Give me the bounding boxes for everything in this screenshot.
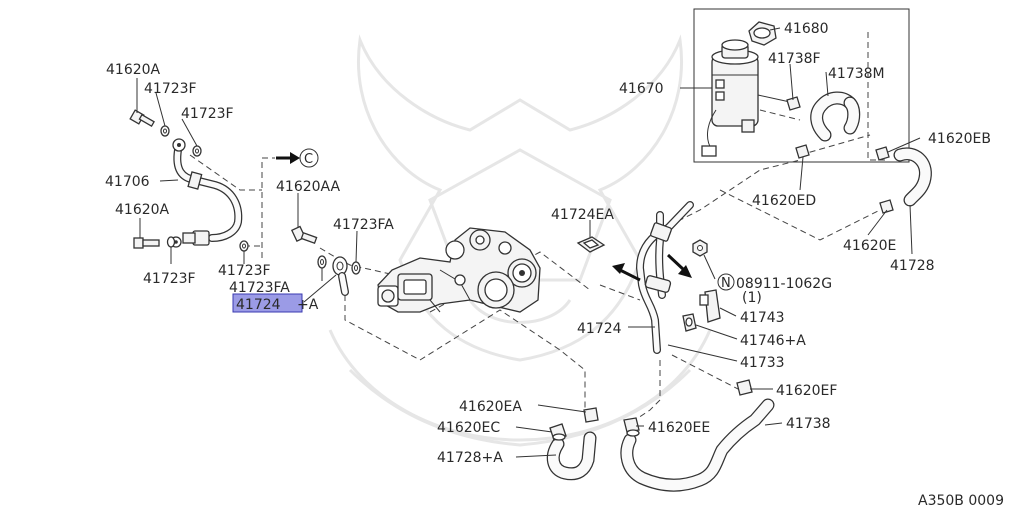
label-41620ef[interactable]: 41620EF — [776, 383, 837, 399]
label-41743[interactable]: 41743 — [740, 310, 785, 326]
part-labels: 41620A 41723F 41723F 41706 41620A 41723F… — [105, 21, 1004, 509]
label-41620a-mid[interactable]: 41620A — [115, 202, 170, 218]
reservoir-41670 — [701, 39, 791, 157]
label-41620ed[interactable]: 41620ED — [752, 193, 816, 209]
label-41680[interactable]: 41680 — [784, 21, 829, 37]
figure-code: A350B 0009 — [918, 493, 1004, 509]
label-41738f[interactable]: 41738F — [768, 51, 821, 67]
clamp-41620ef — [736, 379, 753, 396]
reservoir-group-frame — [693, 8, 910, 163]
bracket-41743 — [699, 289, 721, 323]
label-41723f-d[interactable]: 41723F — [218, 263, 271, 279]
fitting-bolt-41620aa — [290, 225, 318, 245]
label-41724ea[interactable]: 41724EA — [551, 207, 614, 223]
label-41723f-b[interactable]: 41723F — [181, 106, 234, 122]
label-41706[interactable]: 41706 — [105, 174, 150, 190]
clamps-bottom — [549, 407, 640, 441]
reference-arrow-c — [276, 148, 319, 168]
label-41723f-a[interactable]: 41723F — [144, 81, 197, 97]
label-41620ee[interactable]: 41620EE — [648, 420, 710, 436]
bolt-41620a-top — [129, 109, 155, 127]
label-41746a[interactable]: 41746+A — [740, 333, 806, 349]
label-41620aa[interactable]: 41620AA — [276, 179, 341, 195]
hose-41738m — [810, 91, 861, 142]
power-steering-pump — [377, 227, 541, 313]
hose-41728a — [546, 431, 597, 481]
nut-08911 — [692, 239, 708, 257]
label-41728a[interactable]: 41728+A — [437, 450, 503, 466]
label-41724[interactable]: 41724 — [577, 321, 622, 337]
label-41738[interactable]: 41738 — [786, 416, 831, 432]
label-41728[interactable]: 41728 — [890, 258, 935, 274]
pressure-hose-41706 — [170, 138, 243, 248]
label-41723f-c[interactable]: 41723F — [143, 271, 196, 287]
label-41620ec[interactable]: 41620EC — [437, 420, 500, 436]
label-41723fa-a[interactable]: 41723FA — [333, 217, 394, 233]
label-41620e[interactable]: 41620E — [843, 238, 896, 254]
grommet-41724ea — [576, 236, 606, 253]
clamps-reservoir — [786, 96, 894, 214]
n-symbol-circle — [717, 273, 735, 291]
pipe-41724a — [332, 256, 349, 296]
label-41620eb[interactable]: 41620EB — [928, 131, 991, 147]
direction-arrows — [612, 253, 692, 282]
label-08911-1062g[interactable]: 08911-1062G — [736, 276, 832, 292]
label-41620a-top[interactable]: 41620A — [106, 62, 161, 78]
bolt-41620a-mid — [133, 237, 160, 249]
tube-assembly-41724 — [636, 201, 694, 354]
label-08911-qty: (1) — [742, 290, 762, 306]
label-41723fa-b[interactable]: 41723FA — [229, 280, 290, 296]
label-41724a-suffix: +A — [297, 297, 319, 313]
highlight-box-41724a — [232, 293, 303, 313]
label-41738m[interactable]: 41738M — [828, 66, 885, 82]
label-41670[interactable]: 41670 — [619, 81, 664, 97]
label-41733[interactable]: 41733 — [740, 355, 785, 371]
hose-41728 — [893, 147, 932, 207]
label-41620ea[interactable]: 41620EA — [459, 399, 522, 415]
n-symbol-letter: N — [721, 276, 731, 291]
hose-41738 — [620, 398, 775, 492]
leader-lines — [136, 27, 921, 458]
label-41724a-highlighted[interactable]: 41724 — [236, 297, 281, 313]
washers-41723f — [160, 125, 249, 252]
reservoir-cap-41680 — [748, 21, 777, 46]
grommet-41746a — [682, 313, 697, 332]
reference-c-letter: C — [304, 152, 313, 167]
